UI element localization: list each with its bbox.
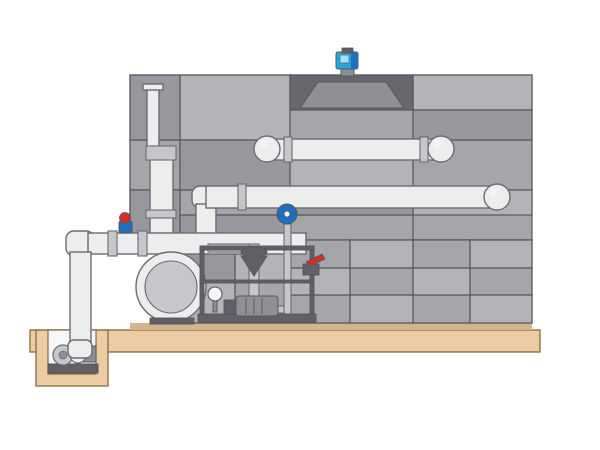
casing-panel	[412, 74, 533, 111]
tank-support	[149, 317, 195, 325]
casing-panel	[469, 239, 533, 269]
pump-end-cap	[223, 299, 237, 315]
highlight	[433, 140, 441, 148]
frame-mid-rail	[199, 279, 315, 284]
lever-valve-handle	[305, 253, 326, 267]
skid-tank-face	[144, 260, 198, 314]
control-valve-bonnet	[240, 246, 268, 258]
skid-equipment	[212, 295, 279, 317]
air-release-valve-cap	[119, 212, 131, 224]
control-valve-body	[240, 255, 268, 277]
riser-pipe	[149, 149, 174, 243]
sump-drop-pipe	[69, 251, 92, 349]
concrete-pad	[29, 329, 541, 387]
casing-panel	[179, 74, 291, 141]
sensor-body-shade	[351, 52, 358, 69]
casing-panel	[412, 267, 471, 296]
upper-pipe-ring	[283, 136, 293, 163]
upper-distribution-pipe	[267, 138, 441, 161]
vent-pipe	[146, 85, 160, 149]
casing-shadow	[130, 323, 532, 330]
middle-pipe-ring	[237, 183, 247, 211]
gauge-stem	[212, 299, 218, 313]
casing-panel	[412, 109, 533, 141]
suction-coupling	[137, 230, 148, 257]
vent-pipe-flange	[142, 83, 164, 91]
upper-pipe-ring	[419, 136, 429, 163]
casing-panel	[179, 139, 291, 191]
suction-header	[87, 232, 307, 255]
pipe-highlights	[259, 140, 497, 196]
pipework	[65, 83, 511, 359]
suction-coupling	[107, 230, 118, 257]
highlight	[259, 140, 267, 148]
air-inlet-hopper	[299, 81, 405, 109]
casing-panel	[412, 294, 471, 324]
sump-elbow	[67, 339, 93, 359]
middle-pipe-end-right	[483, 183, 511, 211]
riser-collar	[145, 145, 177, 161]
handwheel-hub	[283, 210, 291, 218]
handwheel-stem-pipe	[283, 223, 292, 315]
casing-panel	[469, 267, 533, 296]
sensor-cap	[341, 47, 354, 54]
middle-distribution-pipe	[205, 185, 497, 209]
casing-panel	[349, 239, 414, 269]
sensor-screen	[339, 54, 350, 64]
casing-panel	[469, 294, 533, 324]
upper-pipe-end-right	[427, 135, 455, 163]
casing-panel	[412, 239, 471, 269]
red-valves	[119, 212, 326, 267]
pressure-gauge	[207, 286, 223, 302]
casing-panel	[349, 267, 414, 296]
skid-pump-motor	[235, 295, 279, 317]
level-sensor	[335, 47, 359, 77]
casing-panel	[349, 294, 414, 324]
sump-pump-hub	[58, 350, 68, 360]
instrument-faces	[207, 286, 223, 302]
riser-flange	[145, 209, 177, 219]
casing-panel	[289, 214, 414, 241]
upper-pipe-end-left	[253, 135, 281, 163]
sump-pump-base	[47, 363, 99, 374]
highlight	[489, 188, 497, 196]
